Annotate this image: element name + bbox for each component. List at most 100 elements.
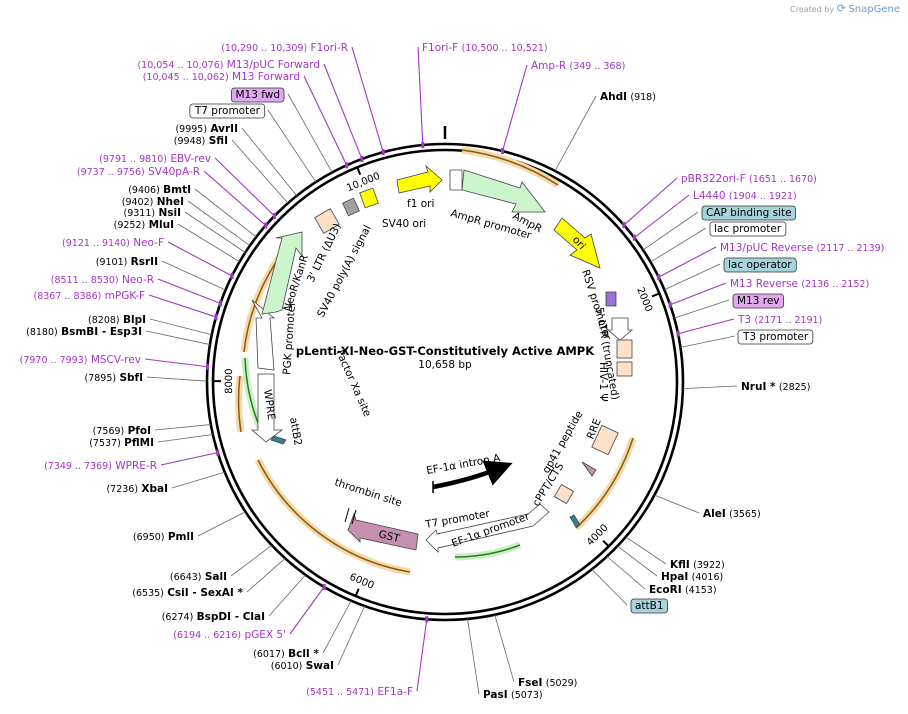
label-attb2: attB2 xyxy=(287,416,304,446)
map-label-neo-f[interactable]: (9121 .. 9140) Neo-F xyxy=(62,237,164,249)
label-name: M13/pUC Reverse xyxy=(720,242,813,254)
label-text: (7537) PflMI xyxy=(89,437,154,449)
map-label-t7-promoter[interactable]: T7 promoter xyxy=(189,103,266,119)
label-position: (3922) xyxy=(693,560,725,571)
feature-ef1a-intron xyxy=(432,460,513,490)
label-position: (2136 .. 2152) xyxy=(801,279,869,290)
map-label-sali[interactable]: (6643) SalI xyxy=(170,571,227,583)
feature-ori xyxy=(553,217,601,269)
map-label-pasi[interactable]: PasI (5073) xyxy=(483,689,543,701)
map-label-t3-promoter[interactable]: T3 promoter xyxy=(737,329,814,345)
label-box xyxy=(737,329,814,345)
map-label-m13-forward[interactable]: (10,045 .. 10,062) M13 Forward xyxy=(143,71,300,83)
feature-f1-ori xyxy=(396,164,443,194)
label-text: (6535) CsiI - SexAI * xyxy=(132,587,243,599)
map-label-m13-puc-forward[interactable]: (10,054 .. 10,076) M13/pUC Forward xyxy=(137,59,320,71)
map-label-alei[interactable]: AleI (3565) xyxy=(703,508,761,520)
map-label-pfoi[interactable]: (7569) PfoI xyxy=(93,425,151,437)
leader-line xyxy=(230,544,273,577)
map-label-cap-binding-site[interactable]: CAP binding site xyxy=(701,205,797,221)
map-label-bsmbi-esp3i[interactable]: (8180) BsmBI - Esp3I xyxy=(26,326,142,338)
map-label-ebv-rev[interactable]: (9791 .. 9810) EBV-rev xyxy=(99,153,211,165)
label-position: (6274) xyxy=(162,612,194,623)
map-label-lac-operator[interactable]: lac operator xyxy=(723,257,797,273)
map-label-sv40pa-r[interactable]: (9737 .. 9756) SV40pA-R xyxy=(77,166,200,178)
leader-line xyxy=(677,318,735,335)
map-label-pmli[interactable]: (6950) PmlI xyxy=(133,531,194,543)
leader-line xyxy=(149,318,212,336)
primer-marker xyxy=(657,274,661,281)
map-label-bspdi-clai[interactable]: (6274) BspDI - ClaI xyxy=(162,611,265,623)
map-label-avrii[interactable]: (9995) AvrII xyxy=(175,123,238,135)
label-name: CsiI - SexAI * xyxy=(167,587,243,599)
map-label-f1ori-r[interactable]: (10,290 .. 10,309) F1ori-R xyxy=(221,42,348,54)
label-text: (6010) SwaI xyxy=(271,660,334,672)
map-label-m13-reverse[interactable]: M13 Reverse (2136 .. 2152) xyxy=(730,278,869,290)
label-position: (9791 .. 9810) xyxy=(99,154,167,165)
map-label-amp-r[interactable]: Amp-R (349 .. 368) xyxy=(531,60,625,72)
map-label-xbai[interactable]: (7236) XbaI xyxy=(106,483,168,495)
label-name: KflI xyxy=(670,559,690,571)
map-label-ef1a-f[interactable]: (5451 .. 5471) EF1a-F xyxy=(306,686,413,698)
leader-line xyxy=(161,260,226,291)
label-position: (7970 .. 7993) xyxy=(20,355,88,366)
map-label-lac-promoter[interactable]: lac promoter xyxy=(709,221,787,237)
map-label-f1ori-f[interactable]: F1ori-F (10,500 .. 10,521) xyxy=(422,42,548,54)
map-label-t3[interactable]: T3 (2171 .. 2191) xyxy=(737,314,822,326)
leader-line xyxy=(502,64,528,152)
map-label-mlui[interactable]: (9252) MluI xyxy=(114,219,174,231)
map-label-m13-fwd[interactable]: M13 fwd xyxy=(231,87,285,103)
label-position: (9252) xyxy=(114,220,146,231)
map-label-hpai[interactable]: HpaI (4016) xyxy=(661,571,723,583)
map-label-m13-puc-reverse[interactable]: M13/pUC Reverse (2117 .. 2139) xyxy=(720,242,884,254)
leader-line xyxy=(231,139,289,204)
map-label-pgex-5-[interactable]: (6194 .. 6216) pGEX 5' xyxy=(173,629,286,641)
map-label-csii-sexai-[interactable]: (6535) CsiI - SexAI * xyxy=(132,587,243,599)
leader-line xyxy=(467,618,480,695)
map-label-nhei[interactable]: (9402) NheI xyxy=(122,196,184,208)
map-label-attb1[interactable]: attB1 xyxy=(630,598,668,614)
map-label-fsei[interactable]: FseI (5029) xyxy=(518,677,577,689)
map-label-wpre-r[interactable]: (7349 .. 7369) WPRE-R xyxy=(44,460,157,472)
leader-line xyxy=(289,586,325,635)
primer-marker xyxy=(230,272,234,279)
map-label-l4440[interactable]: L4440 (1904 .. 1921) xyxy=(693,190,797,202)
leader-line xyxy=(642,211,699,251)
label-position: (8180) xyxy=(26,327,58,338)
map-label-neo-r[interactable]: (8511 .. 8530) Neo-R xyxy=(51,274,154,286)
snapgene-credit: Created by ⟳ SnapGene xyxy=(790,2,900,15)
map-label-nsii[interactable]: (9311) NsiI xyxy=(124,207,181,219)
map-label-swai[interactable]: (6010) SwaI xyxy=(271,660,334,672)
primer-marker xyxy=(216,449,220,456)
feature-ef1a-promoter xyxy=(425,503,550,553)
tick-mark xyxy=(356,166,362,176)
map-label-kfli[interactable]: KflI (3922) xyxy=(670,559,725,571)
map-label-sfii[interactable]: (9948) SfiI xyxy=(174,135,228,147)
map-label-sbfi[interactable]: (7895) SbfI xyxy=(85,372,144,384)
label-text: (7895) SbfI xyxy=(85,372,144,384)
primer-marker xyxy=(214,313,218,320)
label-text: (9121 .. 9140) Neo-F xyxy=(62,237,164,249)
label-position: (6017) xyxy=(253,649,285,660)
feature-sv40-ori xyxy=(359,187,379,209)
map-label-mscv-rev[interactable]: (7970 .. 7993) MSCV-rev xyxy=(20,354,141,366)
map-label-ecori[interactable]: EcoRI (4153) xyxy=(649,584,717,596)
map-label-m13-rev[interactable]: M13 rev xyxy=(732,293,784,309)
label-wpre: WPRE xyxy=(261,389,277,421)
map-label-mpgk-f[interactable]: (8367 .. 8386) mPGK-F xyxy=(33,290,145,302)
map-label-rsrii[interactable]: (9101) RsrII xyxy=(96,256,158,268)
feature-lac-cluster xyxy=(605,291,617,307)
map-label-blpi[interactable]: (8208) BlpI xyxy=(88,314,146,326)
map-label-bcli-[interactable]: (6017) BclI * xyxy=(253,648,319,660)
label-name: BmtI xyxy=(163,184,191,196)
label-text: (7970 .. 7993) MSCV-rev xyxy=(20,354,141,366)
map-label-pbr322ori-f[interactable]: pBR322ori-F (1651 .. 1670) xyxy=(681,173,817,185)
label-text: L4440 (1904 .. 1921) xyxy=(693,190,797,202)
map-label-ahdi[interactable]: AhdI (918) xyxy=(600,91,656,103)
label-position: (7236) xyxy=(106,484,138,495)
map-label-bmti[interactable]: (9406) BmtI xyxy=(128,184,191,196)
label-name: NsiI xyxy=(158,207,181,219)
label-text: EcoRI (4153) xyxy=(649,584,717,596)
map-label-nrui-[interactable]: NruI * (2825) xyxy=(741,381,810,393)
map-label-pflmi[interactable]: (7537) PflMI xyxy=(89,437,154,449)
